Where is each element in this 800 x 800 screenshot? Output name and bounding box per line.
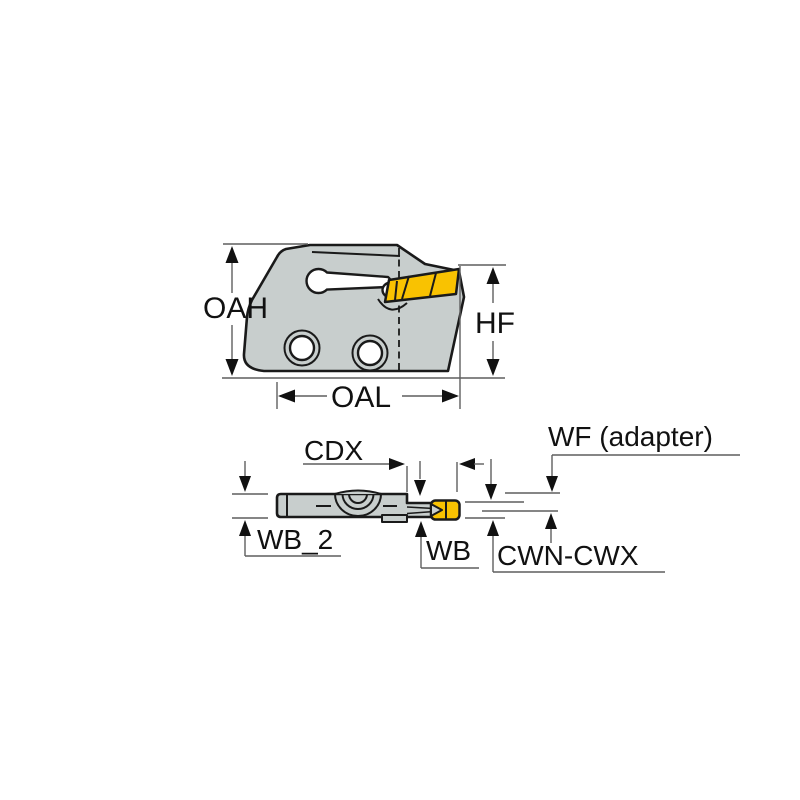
wf-arrow-up (545, 513, 557, 529)
under-insert-ledge-arc (377, 298, 408, 311)
seat-tab (381, 514, 408, 523)
cdx-arrow-right (389, 458, 405, 470)
dim-cwn-cwx: CWN-CWX (465, 459, 665, 573)
insert-tip-edge (394, 280, 398, 301)
oah-label: OAH (203, 292, 268, 325)
dome-arc-inner (348, 493, 368, 504)
cwn-cwx-label: CWN-CWX (497, 540, 639, 571)
screw-hole-front (283, 329, 321, 367)
dim-oal: OAL (276, 266, 461, 414)
wb2-arrow-up (239, 520, 251, 536)
dome-arc-mid (341, 493, 375, 510)
cdx-arrow-left (459, 458, 475, 470)
dim-wb: WB (414, 461, 479, 569)
dim-hf: HF (458, 264, 515, 376)
wb-arrow-down (414, 480, 426, 496)
clamp-screw-dome (334, 489, 382, 517)
wb2-label: WB_2 (257, 524, 333, 555)
hole-bore (288, 334, 316, 362)
hf-label: HF (475, 307, 515, 340)
wf-arrow-down (546, 476, 558, 492)
dim-wb2: WB_2 (232, 461, 341, 557)
wb-arrow-up (415, 521, 427, 537)
cutting-insert-side (383, 267, 461, 304)
oah-arrow-down (225, 359, 239, 376)
dome-cap (334, 489, 382, 495)
hf-arrow-up (486, 267, 500, 284)
hole-outer-ring (283, 329, 321, 367)
cwn-arrow-up (487, 520, 499, 536)
insert-v-notch (430, 503, 443, 517)
oal-arrow-right (442, 389, 459, 403)
hole-bore (356, 339, 384, 367)
oah-arrow-up (225, 246, 239, 263)
blade-edge-bottom (406, 510, 435, 515)
cdx-label: CDX (304, 435, 363, 466)
insert-division-2 (429, 272, 437, 297)
wb2-arrow-down (239, 476, 251, 492)
tool-head-body (242, 243, 466, 373)
wf-adapter-label: WF (adapter) (548, 421, 713, 452)
hf-arrow-down (486, 359, 500, 376)
dim-wf-adapter: WF (adapter) (482, 421, 740, 543)
top-chamfer-line (311, 251, 401, 257)
oal-label: OAL (331, 381, 391, 414)
cutting-insert-top (429, 499, 461, 521)
top-view: WB_2 CDX WB (232, 421, 740, 573)
cwn-arrow-down (485, 484, 497, 500)
dome-arc-outer (334, 493, 382, 517)
hole-outer-ring (351, 334, 389, 372)
dim-cdx: CDX (303, 435, 484, 492)
oal-arrow-left (278, 389, 295, 403)
dim-oah: OAH (203, 243, 505, 379)
screw-hole-rear (351, 334, 389, 372)
insert-division-1 (401, 275, 410, 300)
wb-label: WB (426, 535, 471, 566)
side-view: OAH HF OAL (203, 243, 515, 414)
blade-edge-top (406, 506, 435, 510)
